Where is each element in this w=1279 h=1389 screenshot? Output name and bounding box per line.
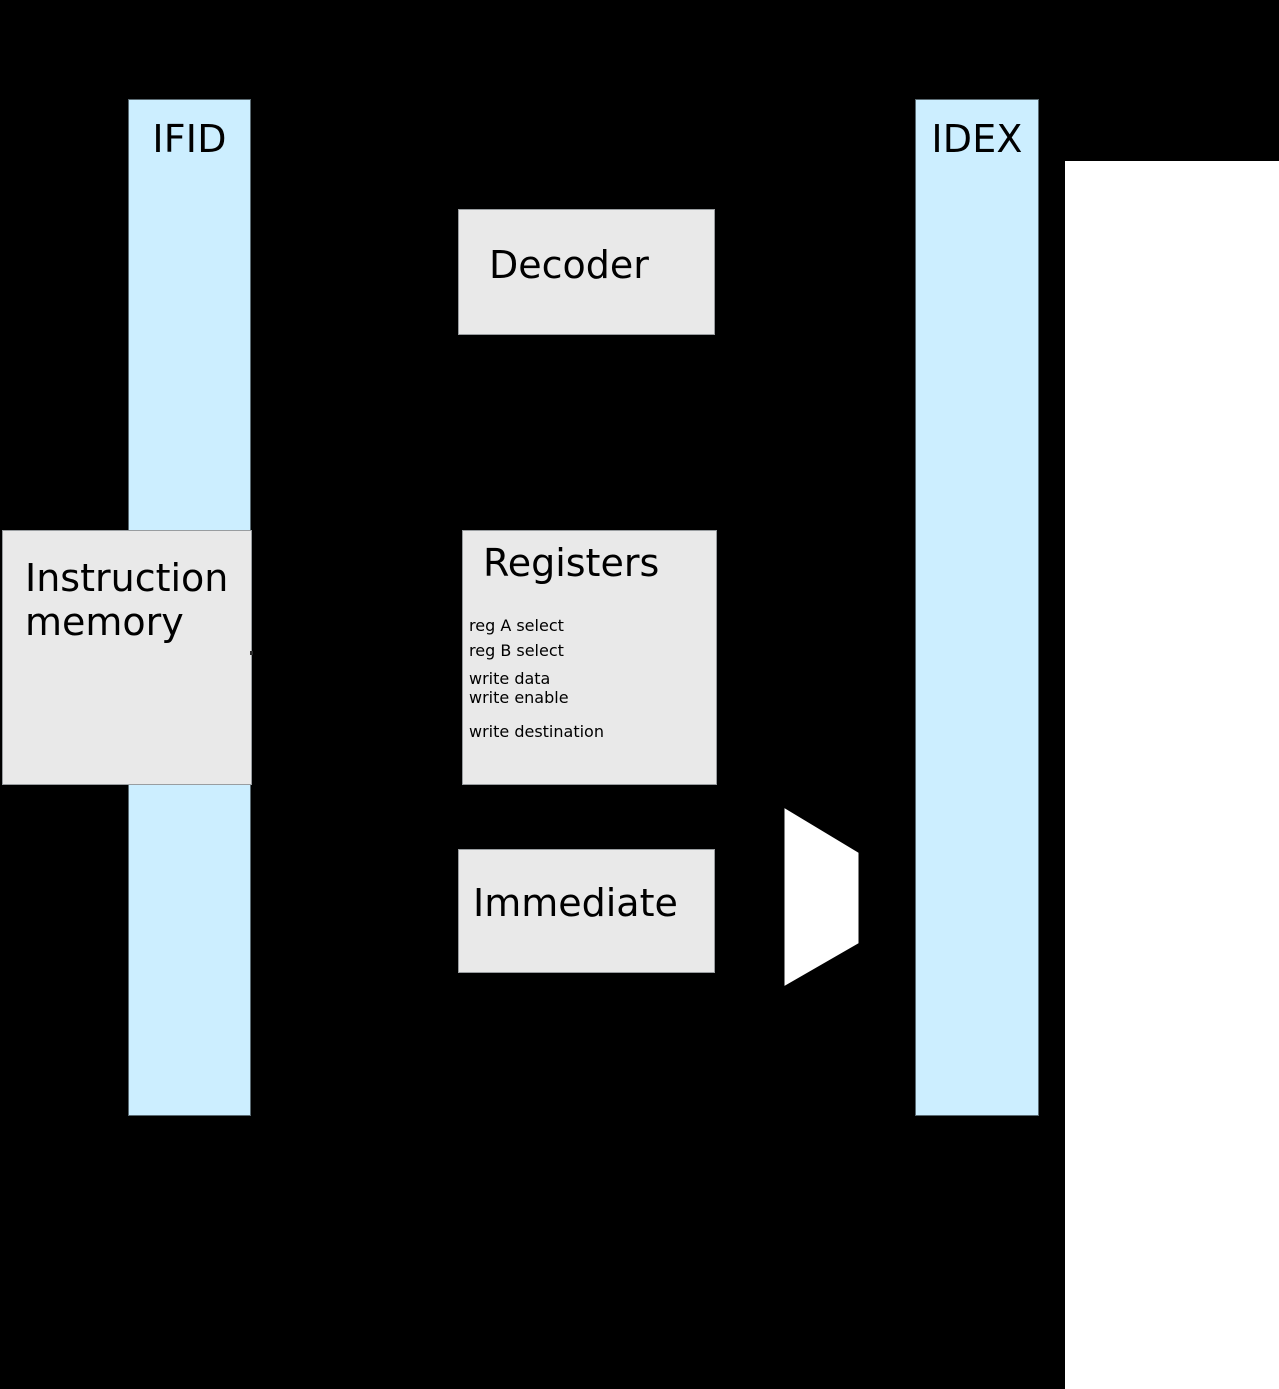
unit-decoder-label: Decoder (489, 243, 649, 287)
mux-trapezoid-icon (784, 808, 859, 986)
register-port-write-data: write data (469, 669, 551, 688)
unit-decoder[interactable]: Decoder (458, 209, 715, 335)
register-port-list: reg A select reg B select write data wri… (467, 531, 722, 786)
unit-registers-label: Registers (483, 541, 660, 585)
register-port-reg-b-select: reg B select (469, 641, 564, 660)
unit-instruction-memory-label: Instruction memory (25, 556, 229, 644)
unit-immediate[interactable]: Immediate (458, 849, 715, 973)
register-port-write-enable: write enable (469, 688, 569, 707)
unit-instruction-memory[interactable]: Instruction memory (2, 530, 252, 785)
register-port-reg-a-select: reg A select (469, 616, 564, 635)
pipeline-register-ifid-label: IFID (152, 117, 227, 161)
register-port-write-destination: write destination (469, 722, 604, 741)
edge-tick-artifact (250, 651, 253, 655)
pipeline-register-idex-label: IDEX (931, 117, 1023, 161)
pipeline-register-idex[interactable]: IDEX (915, 99, 1039, 1116)
operand-mux[interactable] (783, 807, 863, 987)
unit-immediate-label: Immediate (473, 881, 678, 925)
right-white-panel (1065, 161, 1279, 1389)
unit-registers[interactable]: Registers reg A select reg B select writ… (462, 530, 717, 785)
